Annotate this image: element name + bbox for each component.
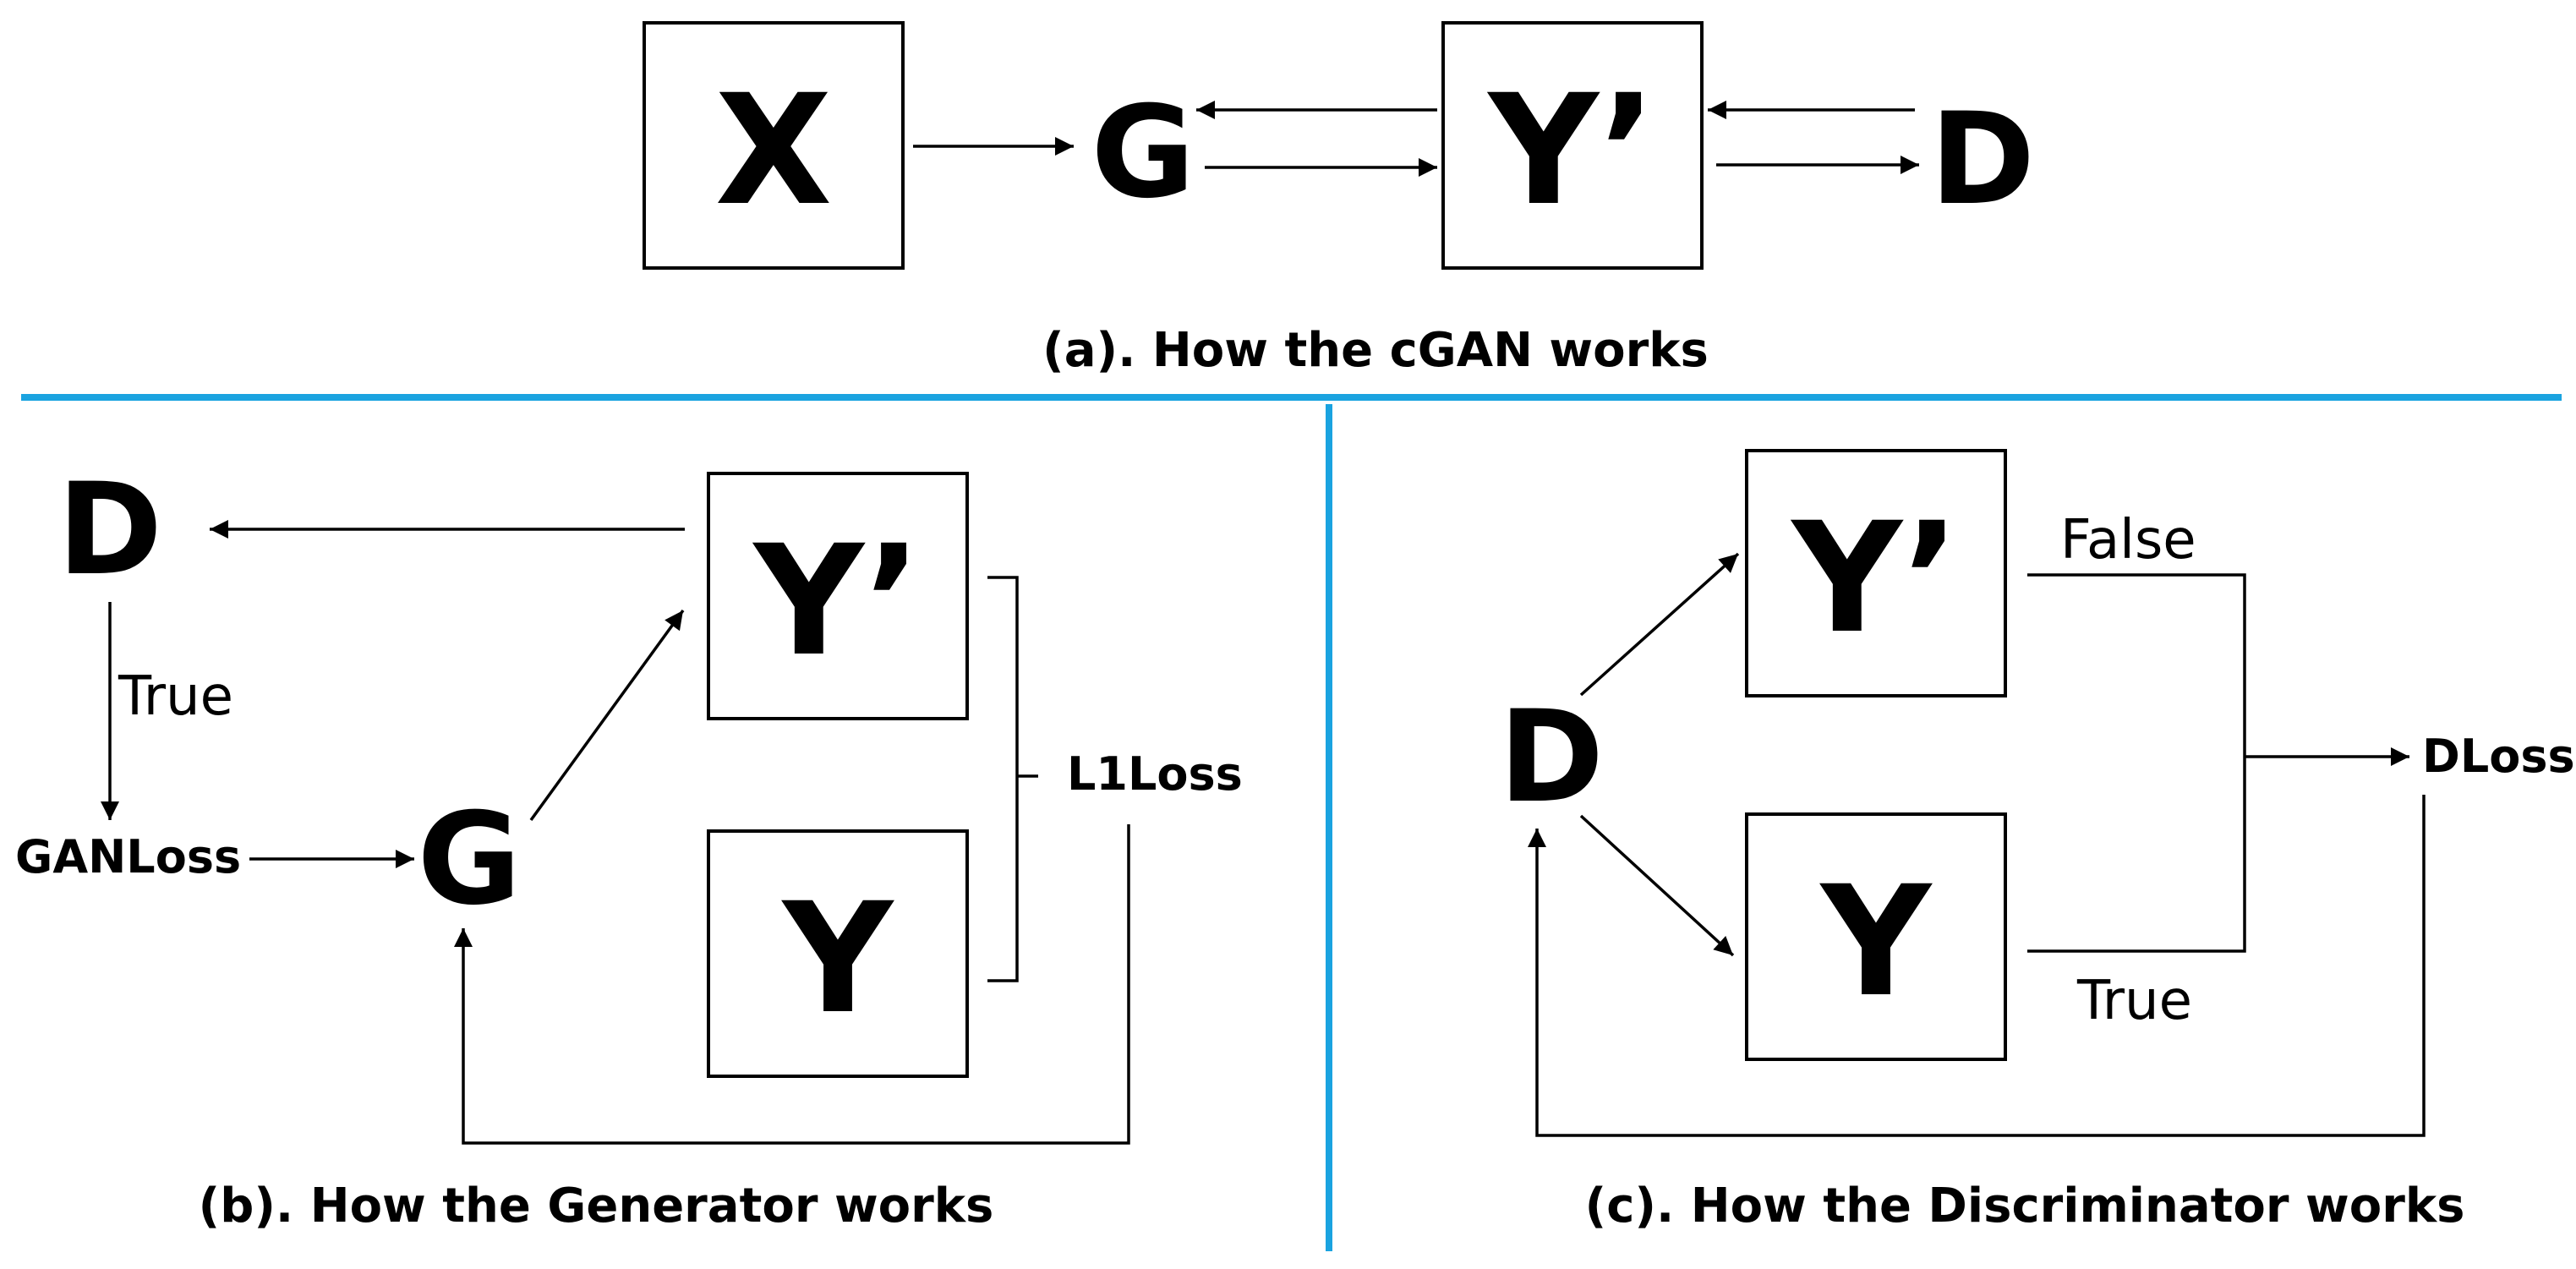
box-y xyxy=(1745,812,2007,1061)
node-y-label: Y xyxy=(1819,854,1933,1031)
node-g-label: G xyxy=(417,786,521,933)
dloss-label: DLoss xyxy=(2422,730,2575,783)
node-y-prime-label: Y’ xyxy=(1487,63,1657,239)
node-x-label: X xyxy=(715,63,833,239)
arrow-l1loss-to-g xyxy=(454,824,1130,1145)
ganloss-label: GANLoss xyxy=(15,830,241,883)
box-y-prime xyxy=(1745,449,2007,697)
node-d-label: D xyxy=(57,457,163,604)
box-y-prime xyxy=(707,472,969,720)
box-y xyxy=(707,829,969,1078)
caption-c: (c). How the Discriminator works xyxy=(1585,1179,2465,1233)
line-y-prime-to-merge xyxy=(2027,573,2246,953)
box-y-prime xyxy=(1441,21,1704,270)
caption-b: (b). How the Generator works xyxy=(199,1179,994,1233)
edge-label-false: False xyxy=(2060,509,2196,572)
panel-c: Y’ Y D False True DLoss (c). How the Dis… xyxy=(1499,449,2575,1233)
arrow-d-to-y xyxy=(1579,814,1735,957)
box-x xyxy=(643,21,905,270)
arrow-g-to-y-prime xyxy=(529,609,685,822)
arrow-dloss-to-d xyxy=(1528,795,2426,1137)
panel-b: D True GANLoss G Y’ Y L1Loss (b). How th… xyxy=(15,457,1243,1233)
edge-label-true: True xyxy=(118,665,233,728)
node-d-label: D xyxy=(1930,86,2036,233)
arrow-d-to-y-prime xyxy=(1579,552,1740,697)
node-y-prime-label: Y’ xyxy=(1791,490,1961,667)
l1loss-brace xyxy=(987,576,1038,982)
l1loss-label: L1Loss xyxy=(1067,747,1243,801)
node-g-label: G xyxy=(1091,79,1195,227)
node-y-prime-label: Y’ xyxy=(752,513,922,690)
node-y-label: Y xyxy=(781,871,895,1047)
node-d-label: D xyxy=(1499,684,1605,831)
caption-a: (a). How the cGAN works xyxy=(1042,323,1709,378)
edge-label-true: True xyxy=(2076,970,2192,1032)
panel-a: X G Y’ D (a). How the cGAN works xyxy=(643,21,2036,378)
